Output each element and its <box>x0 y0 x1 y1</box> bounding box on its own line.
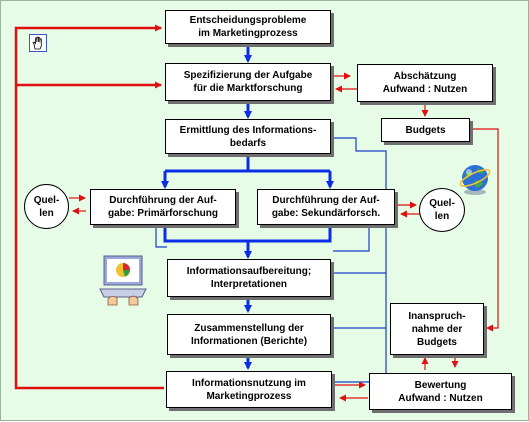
box-inanspruchnahme-budgets: Inanspruch- nahme der Budgets <box>390 303 484 355</box>
info-line-ermittlung-budgets <box>331 137 387 201</box>
box-entscheidungsprobleme: Entscheidungsprobleme im Marketingprozes… <box>165 10 331 44</box>
info-line-sekundaer-aufbereitung <box>333 225 370 252</box>
box-bewertung: Bewertung Aufwand : Nutzen <box>369 373 512 410</box>
box-abschaetzung: Abschätzung Aufwand : Nutzen <box>357 64 493 102</box>
quellen-right-circle: Quel- len <box>419 188 465 232</box>
feedback-main-loop <box>14 24 164 390</box>
flow-join <box>163 225 332 257</box>
box-sekundaerforschung: Durchführung der Auf- gabe: Sekundärfors… <box>257 189 395 225</box>
computer-chart-icon <box>98 253 148 308</box>
box-spezifizierung: Spezifizierung der Aufgabe für die Markt… <box>165 63 331 101</box>
feedback-arrows <box>14 24 164 390</box>
flow-3-split <box>165 154 330 173</box>
hand-cursor-icon[interactable] <box>29 34 47 52</box>
quellen-left-circle: Quel- len <box>24 184 69 229</box>
thin-red-arrows <box>69 72 499 402</box>
info-line-primaer-aufbereitung <box>155 225 167 248</box>
box-zusammenstellung: Zusammenstellung der Informationen (Beri… <box>167 314 331 355</box>
box-budgets: Budgets <box>381 118 470 142</box>
box-informationsaufbereitung: Informationsaufbereitung; Interpretation… <box>167 259 331 297</box>
box-ermittlung: Ermittlung des Informations- bedarfs <box>165 119 331 154</box>
globe-icon <box>457 161 493 197</box>
box-informationsnutzung: Informationsnutzung im Marketingprozess <box>166 371 332 408</box>
box-primaerforschung: Durchführung der Auf- gabe: Primärforsch… <box>90 189 236 225</box>
main-flow <box>161 44 334 370</box>
arrow-budgets-loop <box>470 128 499 332</box>
info-lines <box>155 137 387 386</box>
